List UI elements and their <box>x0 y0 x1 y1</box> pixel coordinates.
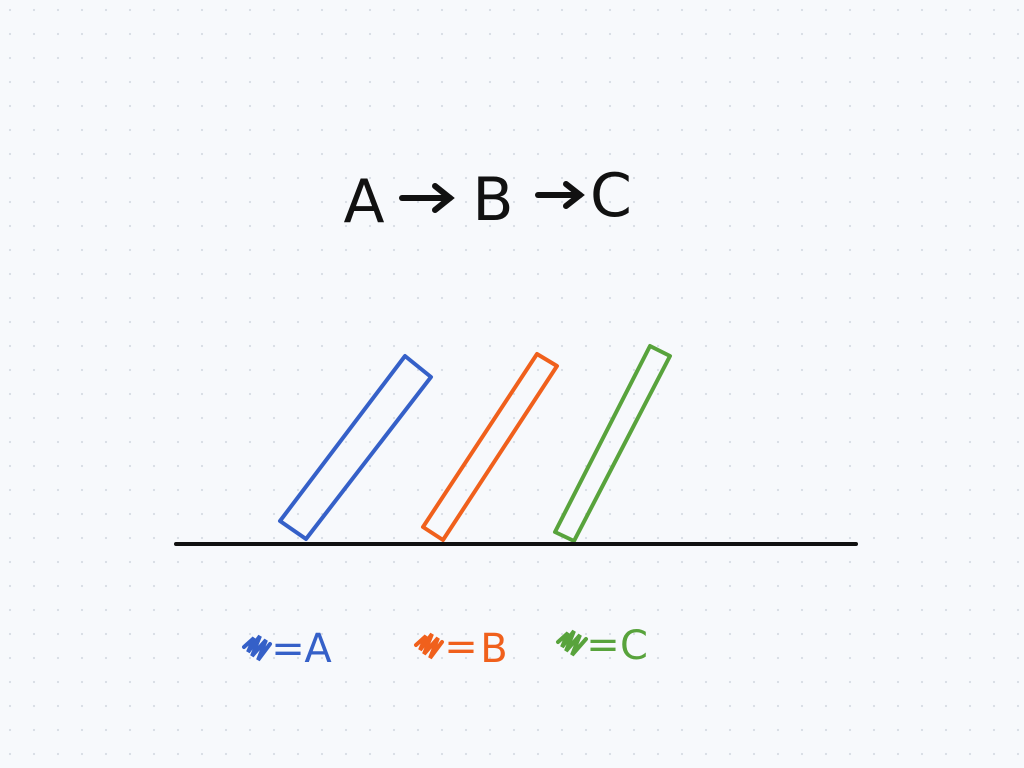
domino-a <box>278 354 433 541</box>
legend-label-c: C <box>620 623 648 669</box>
legend-label-b: B <box>480 626 507 672</box>
legend-label-a: A <box>304 626 332 672</box>
legend-equals: = <box>271 626 305 672</box>
title-letter-b: B <box>472 165 513 235</box>
scribble-swatch-icon <box>556 629 588 657</box>
legend-equals: = <box>444 624 478 670</box>
legend-equals: = <box>586 622 620 668</box>
arrow-icon <box>535 181 585 209</box>
arrow-icon <box>399 183 455 213</box>
domino-c <box>553 344 672 543</box>
domino-b <box>421 352 559 542</box>
legend: = A = B = C <box>242 622 648 672</box>
scribble-swatch-icon <box>242 634 272 662</box>
sequence-title: A B C <box>343 161 631 237</box>
legend-item-a: = A <box>242 626 332 672</box>
title-letter-a: A <box>343 167 384 237</box>
dominoes <box>278 344 672 543</box>
title-letter-c: C <box>590 161 632 231</box>
scribble-swatch-icon <box>414 632 444 660</box>
legend-item-b: = B <box>414 624 508 672</box>
legend-item-c: = C <box>556 622 648 669</box>
